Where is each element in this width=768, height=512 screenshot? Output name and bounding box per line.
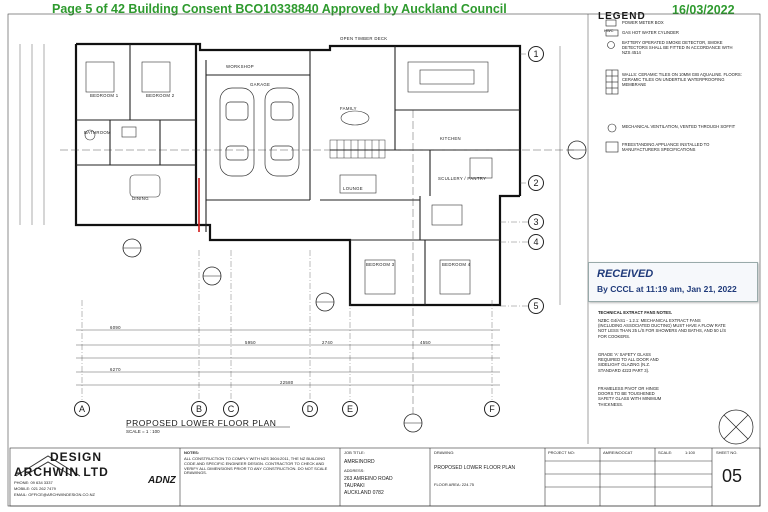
grid-column-a: A xyxy=(74,401,90,417)
stairs xyxy=(329,139,386,159)
dimension-label: 5950 xyxy=(245,340,256,345)
room-label: FAMILY xyxy=(340,106,357,111)
section-markers xyxy=(122,140,587,433)
room-label: BATHROOM xyxy=(84,130,111,135)
job-title-label: JOB TITLE: xyxy=(344,450,365,455)
legend-item: MECHANICAL VENTILATION, VENTED THROUGH S… xyxy=(622,124,736,129)
title-block-frame xyxy=(9,447,761,507)
room-label: BEDROOM 2 xyxy=(146,93,175,98)
grid-lines-vertical xyxy=(81,250,493,400)
legend-item: POWER METER BOX xyxy=(622,20,664,25)
adnz-logo: ADNZ xyxy=(148,475,176,486)
floor-area: FLOOR AREA: 224.75 xyxy=(434,482,475,487)
grid-row-4: 4 xyxy=(528,234,544,250)
sheet-number: 05 xyxy=(722,466,743,486)
project-no-label: PROJECT NO: xyxy=(548,450,575,455)
room-label: BEDROOM 4 xyxy=(442,262,471,267)
received-stamp: RECEIVED By CCCL at 11:19 am, Jan 21, 20… xyxy=(588,262,758,302)
company-name: ARCHWIN LTD xyxy=(14,465,109,479)
notes-header: NOTES: xyxy=(184,450,200,455)
dimension-label: 2740 xyxy=(322,340,333,345)
legend-item: BATTERY OPERATED SMOKE DETECTOR, SMOKE D… xyxy=(622,40,733,55)
legend-title: LEGEND xyxy=(598,11,646,22)
grid-column-c: C xyxy=(223,401,239,417)
grid-column-f: F xyxy=(484,401,500,417)
dimension-label: 22580 xyxy=(280,380,294,385)
legend-symbol: HWC xyxy=(604,28,614,33)
plan-title: PROPOSED LOWER FLOOR PLAN xyxy=(126,418,277,428)
project-no: AMREINOOCAT xyxy=(603,450,633,455)
notes-text: ALL CONSTRUCTION TO COMPLY WITH NZS 3604… xyxy=(184,456,328,476)
company-email: EMAIL: OFFICE@ARCHWINDESIGN.CO.NZ xyxy=(14,492,95,497)
grid-row-3: 3 xyxy=(528,214,544,230)
note-text: FRAMELESS PIVOT OR HINGE DOORS TO BE TOU… xyxy=(598,386,662,407)
room-label: LOUNGE xyxy=(343,186,363,191)
address-line-2: TAUPAKI xyxy=(344,483,365,489)
grid-column-b: B xyxy=(191,401,207,417)
grid-column-e: E xyxy=(342,401,358,417)
archwin-logo-roof xyxy=(15,455,81,477)
room-label: KITCHEN xyxy=(440,136,461,141)
client-name: AMREINORD xyxy=(344,459,375,465)
company-phone: PHONE: 09 634 3337 xyxy=(14,480,53,485)
received-line: By CCCL at 11:19 am, Jan 21, 2022 xyxy=(597,284,737,294)
legend-symbols xyxy=(605,19,619,153)
room-label: BEDROOM 1 xyxy=(90,93,119,98)
room-label: DINING xyxy=(132,196,149,201)
grid-lines-horizontal xyxy=(500,53,530,307)
note-heading: TECHNICAL EXTRACT FANS NOTES. xyxy=(598,310,673,315)
room-label: OPEN TIMBER DECK xyxy=(340,36,388,41)
approval-date: 16/03/2022 xyxy=(672,3,735,17)
grid-row-1: 1 xyxy=(528,46,544,62)
note-text: NZBC G4/AS1 - 1.2.1: MECHANICAL EXTRACT … xyxy=(598,318,726,339)
room-label: WORKSHOP xyxy=(226,64,254,69)
received-title: RECEIVED xyxy=(597,268,654,280)
scale-value: 1:100 xyxy=(685,450,696,455)
address-line-1: 263 AMREINO ROAD xyxy=(344,476,393,482)
garage-cars xyxy=(219,87,300,177)
company-mobile: MOBILE: 021 262 7479 xyxy=(14,486,56,491)
drawing-title: PROPOSED LOWER FLOOR PLAN xyxy=(434,465,516,471)
dimension-label: 6090 xyxy=(110,325,121,330)
dimension-label: 6270 xyxy=(110,367,121,372)
drawing-label: DRAWING: xyxy=(434,450,455,455)
legend-item: WALLS: CERAMIC TILES ON 10MM GIB AQUALIN… xyxy=(622,72,742,87)
grid-column-d: D xyxy=(302,401,318,417)
company-word: DESIGN xyxy=(50,450,103,464)
note-text: GRADE 'A' SAFETY GLASS REQUIRED TO ALL D… xyxy=(598,352,659,373)
furniture xyxy=(84,61,493,295)
compass-icon xyxy=(718,409,754,445)
address-label: ADDRESS: xyxy=(344,468,365,473)
room-label: BEDROOM 3 xyxy=(366,262,395,267)
room-label: SCULLERY / PANTRY xyxy=(438,176,487,181)
scale-label: SCALE: xyxy=(658,450,673,455)
dimension-lines xyxy=(19,44,561,386)
address-line-3: AUCKLAND 0782 xyxy=(344,490,384,496)
grid-row-5: 5 xyxy=(528,298,544,314)
approval-stamp: Page 5 of 42 Building Consent BCO1033884… xyxy=(52,2,507,16)
grid-row-2: 2 xyxy=(528,175,544,191)
sheet-label: SHEET NO. xyxy=(716,450,738,455)
legend-item: FREESTANDING APPLIANCE INSTALLED TO MANU… xyxy=(622,142,710,152)
interior-walls xyxy=(76,44,520,305)
plan-scale: SCALE = 1 : 100 xyxy=(126,429,160,434)
legend-item: GAS HOT WATER CYLINDER xyxy=(622,30,679,35)
dimension-label: 4550 xyxy=(420,340,431,345)
room-label: GARAGE xyxy=(250,82,271,87)
